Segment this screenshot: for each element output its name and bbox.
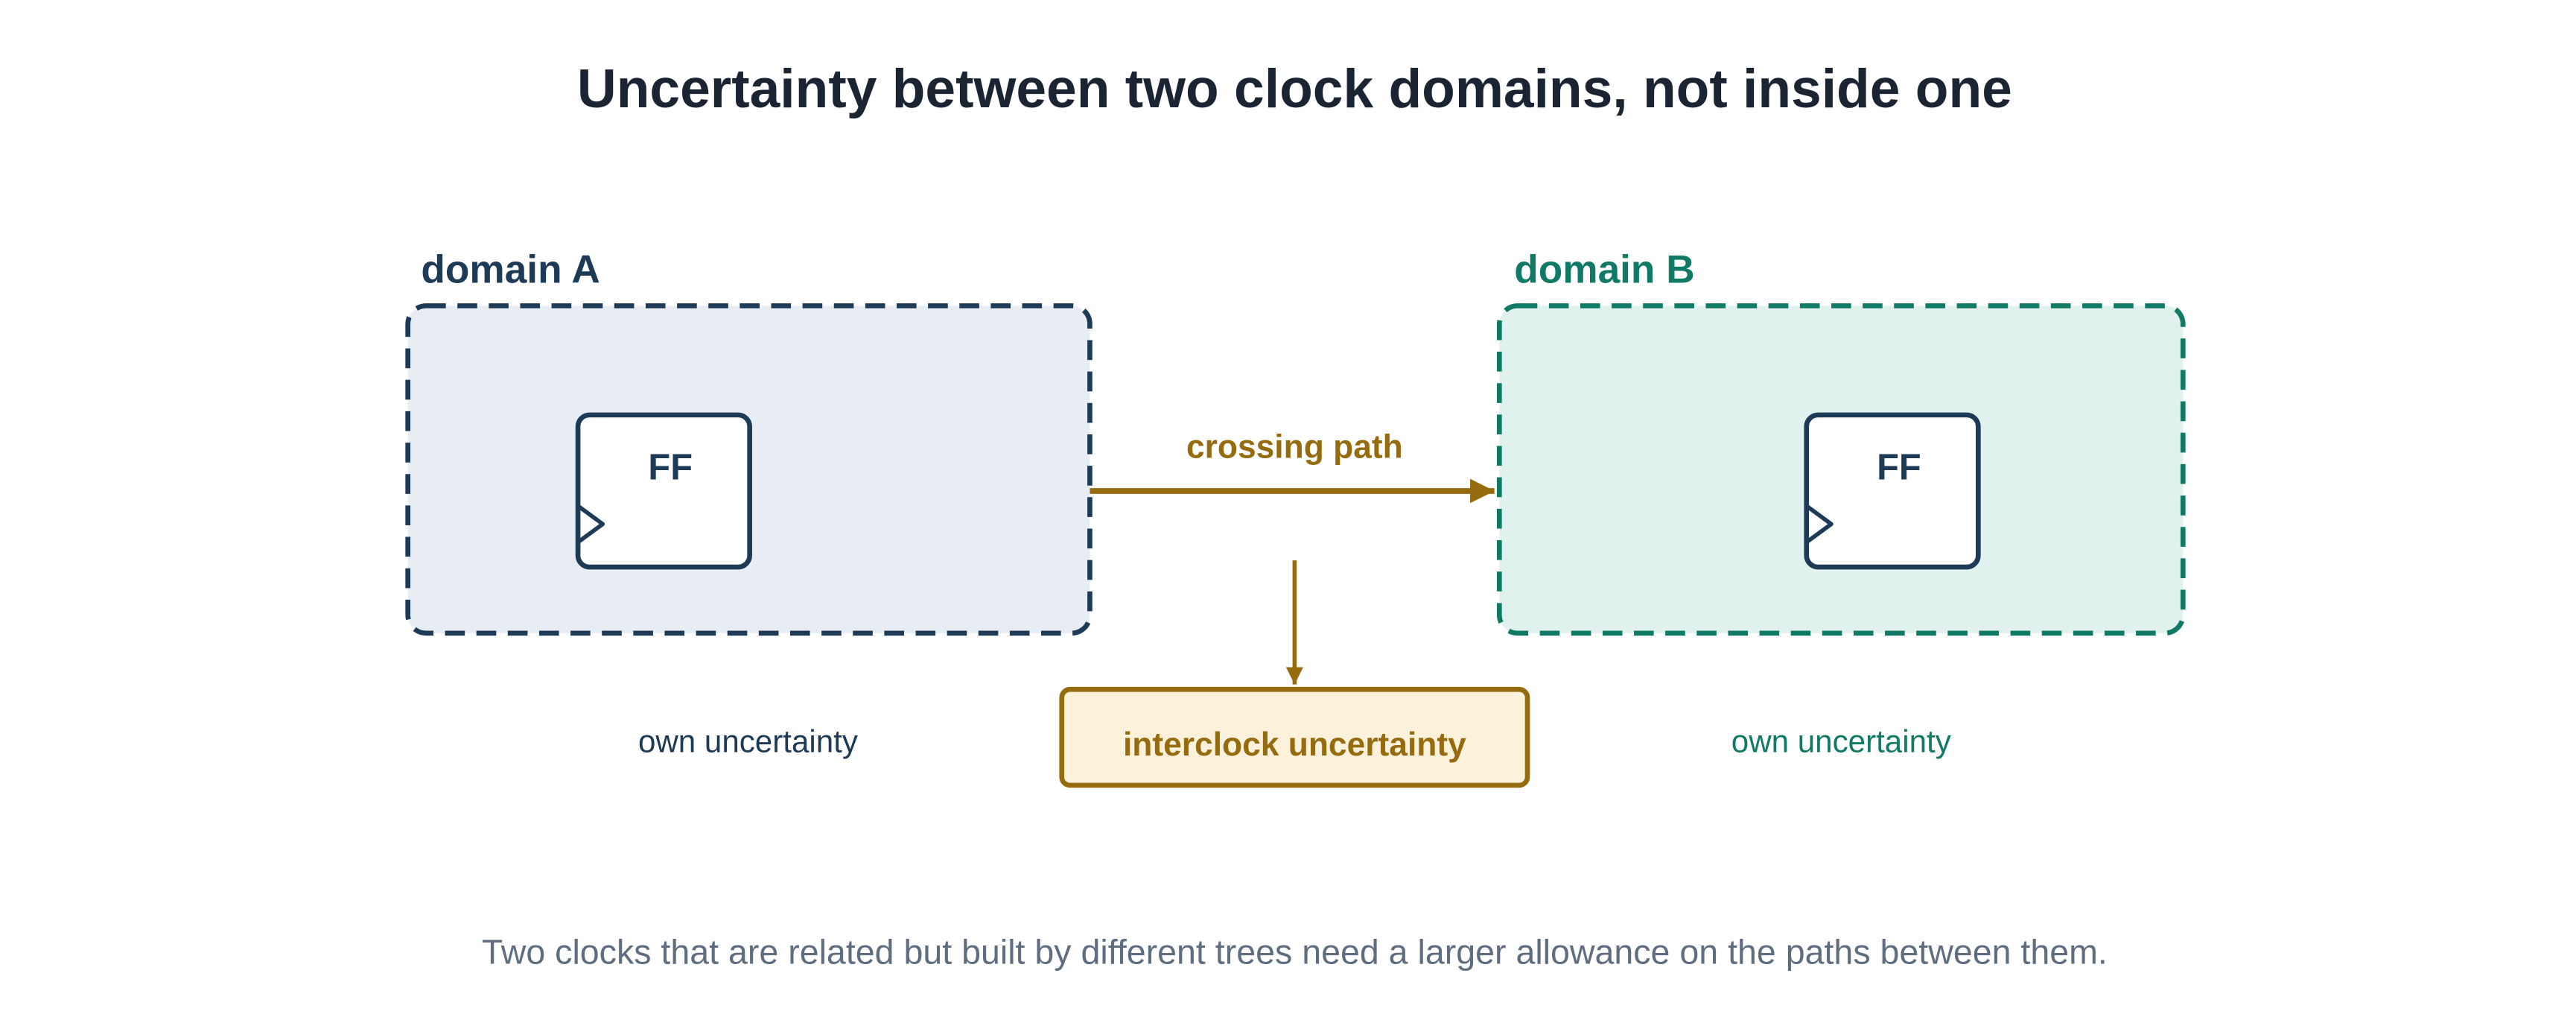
domain-a-flipflop: FF bbox=[575, 412, 752, 570]
domain-b-flipflop: FF bbox=[1804, 412, 1981, 570]
crossing-path: crossing path bbox=[1090, 429, 1495, 504]
domain-a-flipflop-label: FF bbox=[648, 447, 693, 487]
domain-b-own-uncertainty: own uncertainty bbox=[1731, 724, 1951, 759]
flipflop-icon bbox=[1804, 412, 1981, 570]
interclock-uncertainty-box bbox=[1059, 686, 1530, 788]
interclock-uncertainty: interclock uncertainty bbox=[1059, 560, 1530, 788]
domain-a-label: domain A bbox=[421, 247, 600, 291]
flipflop-icon bbox=[575, 412, 752, 570]
domain-a-own-uncertainty: own uncertainty bbox=[638, 724, 858, 759]
crossing-path-label: crossing path bbox=[1186, 429, 1403, 466]
domain-a-group: domain A FF own uncertainty bbox=[405, 247, 1093, 759]
domain-b-label: domain B bbox=[1514, 247, 1694, 291]
domain-b-group: domain B FF own uncertainty bbox=[1496, 247, 2186, 759]
diagram-caption: Two clocks that are related but built by… bbox=[482, 933, 2108, 972]
clock-input-triangle-icon bbox=[1805, 504, 1834, 545]
domain-b-flipflop-label: FF bbox=[1877, 447, 1921, 487]
clock-input-triangle-icon bbox=[576, 504, 605, 545]
diagram-title: Uncertainty between two clock domains, n… bbox=[577, 58, 2012, 119]
interclock-uncertainty-label: interclock uncertainty bbox=[1123, 726, 1466, 763]
